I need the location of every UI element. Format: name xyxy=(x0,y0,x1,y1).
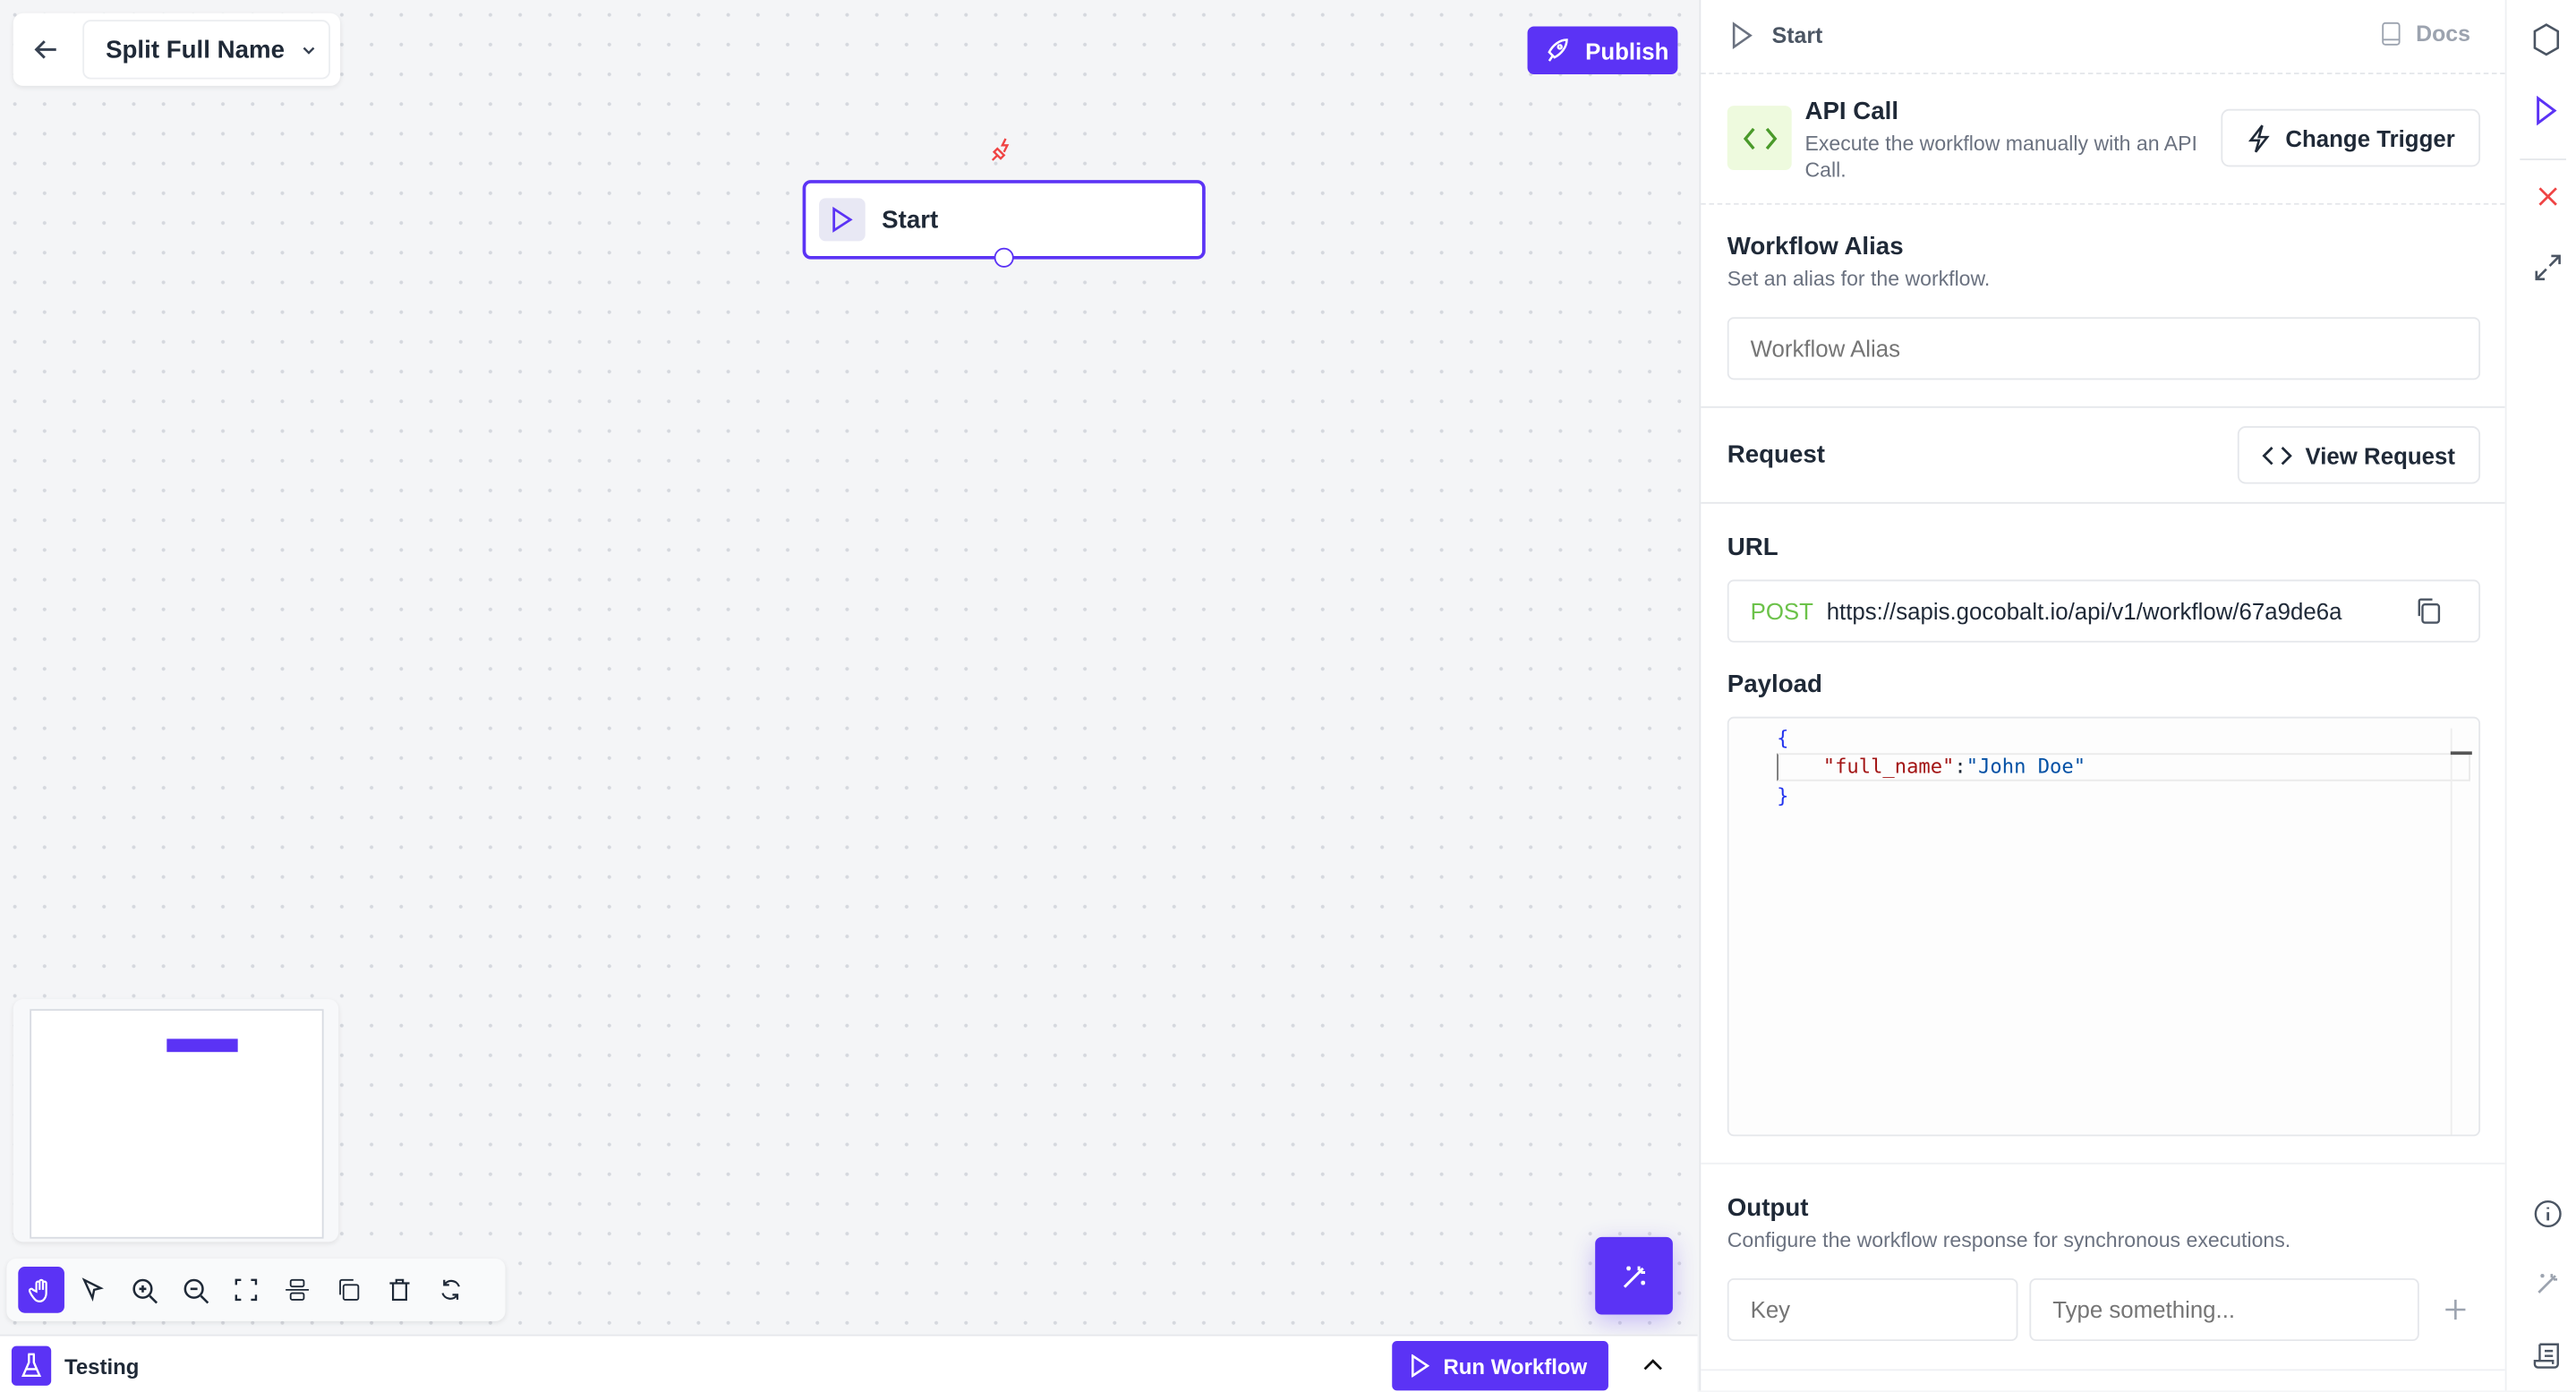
play-icon xyxy=(819,198,866,242)
play-icon[interactable] xyxy=(2535,96,2558,126)
http-method: POST xyxy=(1750,597,1813,625)
zoom-in-icon[interactable] xyxy=(121,1267,167,1313)
code-icon xyxy=(1727,106,1792,171)
output-section: Output Configure the workflow response f… xyxy=(1701,1162,2505,1371)
delete-icon[interactable] xyxy=(377,1267,423,1313)
start-node-label: Start xyxy=(882,205,939,235)
url-value: https://sapis.gocobalt.io/api/v1/workflo… xyxy=(1826,597,2342,625)
bottom-bar: Testing Run Workflow xyxy=(0,1334,1698,1392)
url-title: URL xyxy=(1727,533,1778,562)
publish-label: Publish xyxy=(1585,37,1669,64)
refresh-icon[interactable] xyxy=(428,1267,474,1313)
align-icon[interactable] xyxy=(274,1267,320,1313)
workflow-name: Split Full Name xyxy=(106,35,285,64)
hexagon-icon[interactable] xyxy=(2531,23,2561,56)
trigger-title: API Call xyxy=(1804,97,1899,126)
rail-divider xyxy=(2520,158,2566,160)
payload-editor[interactable]: { "full_name":"John Doe" } xyxy=(1727,716,2481,1137)
scrollbar-marker xyxy=(2450,751,2472,756)
json-colon: : xyxy=(1954,755,1966,778)
request-title: Request xyxy=(1727,440,1825,469)
flask-icon xyxy=(11,1345,52,1386)
expand-icon[interactable] xyxy=(2533,252,2563,282)
docs-link[interactable]: Docs xyxy=(2381,21,2470,47)
trigger-section: API Call Execute the workflow manually w… xyxy=(1701,73,2505,205)
minimap-node xyxy=(166,1038,238,1053)
play-icon xyxy=(1411,1354,1430,1378)
alias-description: Set an alias for the workflow. xyxy=(1727,267,1991,291)
close-icon[interactable] xyxy=(2537,185,2560,209)
payload-title: Payload xyxy=(1727,670,1822,699)
scroll-log-icon[interactable] xyxy=(2533,1341,2563,1371)
minimap[interactable] xyxy=(13,999,339,1243)
hand-icon[interactable] xyxy=(18,1267,64,1313)
fit-view-icon[interactable] xyxy=(223,1267,269,1313)
disconnected-plug-icon xyxy=(987,135,1017,165)
book-icon xyxy=(2381,21,2401,47)
run-workflow-button[interactable]: Run Workflow xyxy=(1392,1341,1608,1391)
workflow-alias-input[interactable] xyxy=(1727,317,2481,380)
url-field[interactable]: POST https://sapis.gocobalt.io/api/v1/wo… xyxy=(1727,579,2481,643)
json-line: "full_name":"John Doe" xyxy=(1823,755,2086,778)
lightning-icon xyxy=(2246,123,2273,152)
ai-wand-button[interactable] xyxy=(1595,1236,1673,1315)
magic-wand-icon xyxy=(1617,1260,1651,1293)
play-outline-icon xyxy=(1730,21,1753,50)
editor-scrollbar[interactable] xyxy=(2450,728,2474,1135)
zoom-out-icon[interactable] xyxy=(172,1267,218,1313)
magic-wand-icon[interactable] xyxy=(2533,1268,2563,1298)
view-request-label: View Request xyxy=(2305,441,2455,469)
change-trigger-label: Change Trigger xyxy=(2285,124,2455,151)
info-icon[interactable] xyxy=(2533,1199,2563,1228)
json-open-brace: { xyxy=(1777,726,1789,750)
breadcrumb: Start xyxy=(1771,22,1823,48)
rocket-icon xyxy=(1544,37,1572,64)
testing-label[interactable]: Testing xyxy=(64,1354,140,1379)
back-arrow-icon[interactable] xyxy=(33,37,60,64)
duplicate-icon[interactable] xyxy=(325,1267,371,1313)
run-workflow-label: Run Workflow xyxy=(1443,1353,1588,1379)
plus-icon[interactable] xyxy=(2444,1298,2467,1321)
alias-section: Workflow Alias Set an alias for the work… xyxy=(1701,203,2505,408)
publish-button[interactable]: Publish xyxy=(1527,26,1678,75)
chevron-down-icon xyxy=(301,41,317,57)
docs-label: Docs xyxy=(2416,21,2470,47)
output-key-input[interactable] xyxy=(1727,1277,2018,1342)
output-title: Output xyxy=(1727,1193,1809,1223)
workflow-name-dropdown[interactable]: Split Full Name xyxy=(82,20,330,80)
active-line-highlight xyxy=(1777,753,2470,781)
panel-header: Start Docs xyxy=(1701,0,2505,75)
output-handle[interactable] xyxy=(994,247,1014,268)
workflow-header: Split Full Name xyxy=(13,13,341,86)
view-request-button[interactable]: View Request xyxy=(2237,425,2480,484)
code-brackets-icon xyxy=(2262,443,2292,466)
canvas-toolbar xyxy=(6,1258,506,1321)
copy-icon[interactable] xyxy=(2414,596,2444,626)
properties-panel: Start Docs API Call Execute the workflow… xyxy=(1699,0,2505,1391)
alias-title: Workflow Alias xyxy=(1727,233,1904,261)
request-section: Request View Request xyxy=(1701,406,2505,504)
chevron-up-icon[interactable] xyxy=(1642,1356,1665,1372)
trigger-description: Execute the workflow manually with an AP… xyxy=(1804,132,2197,182)
json-value: "John Doe" xyxy=(1966,755,2086,778)
pointer-icon[interactable] xyxy=(69,1267,115,1313)
right-rail xyxy=(2504,0,2576,1391)
output-description: Configure the workflow response for sync… xyxy=(1727,1228,2291,1252)
change-trigger-button[interactable]: Change Trigger xyxy=(2221,108,2480,167)
output-value-input[interactable] xyxy=(2029,1277,2419,1342)
json-key: "full_name" xyxy=(1822,755,1955,778)
json-close-brace: } xyxy=(1777,784,1789,808)
